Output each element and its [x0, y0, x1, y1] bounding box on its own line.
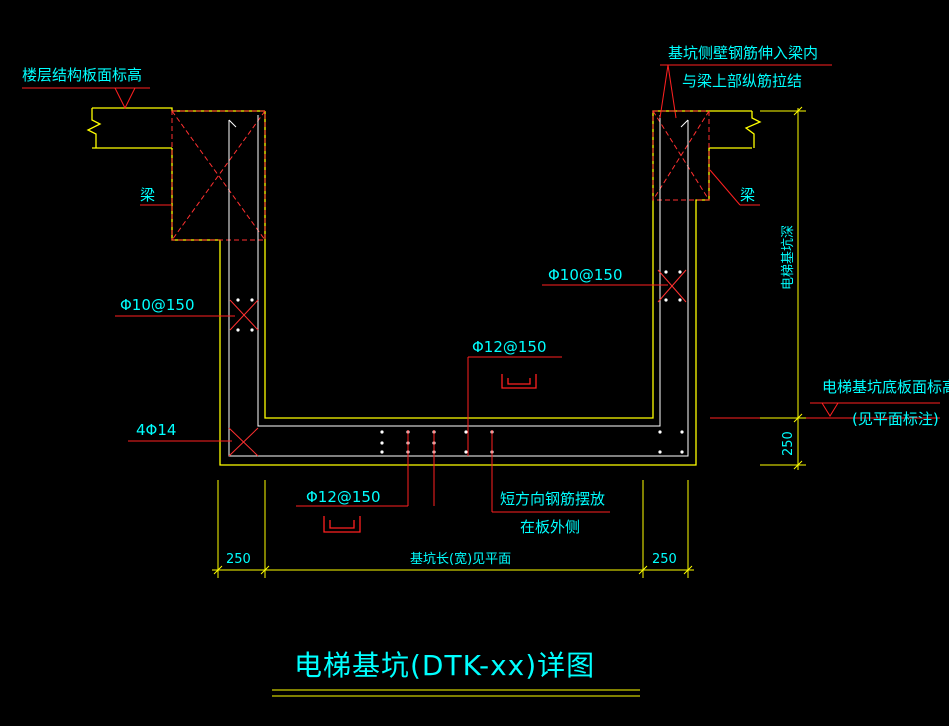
dimension-lines	[212, 106, 806, 578]
beam-cross-right	[652, 110, 710, 201]
floor-level-label: 楼层结构板面标高	[22, 66, 142, 84]
slab-top-bar-label: Φ12@150	[472, 338, 547, 356]
beam-left-label: 梁	[140, 186, 155, 204]
rebar-dots	[236, 270, 684, 454]
corner-bars-label: 4Φ14	[136, 421, 176, 439]
drawing-title: 电梯基坑(DTK-xx)详图	[294, 649, 595, 682]
beam-right-label: 梁	[740, 186, 755, 204]
leader-lines	[22, 64, 940, 513]
rebar-lines	[228, 115, 689, 457]
rebar-note-line1: 基坑侧壁钢筋伸入梁内	[668, 44, 818, 62]
pit-section-outline	[86, 107, 762, 466]
slab-bottom-bar-label: Φ12@150	[306, 488, 381, 506]
dim-left-wall: 250	[226, 552, 251, 567]
pit-depth-label: 电梯基坑深	[781, 225, 796, 290]
short-bar-note-line2: 在板外侧	[520, 518, 580, 536]
stirrup-symbols	[323, 374, 537, 533]
wall-bar-left-label: Φ10@150	[120, 296, 195, 314]
rebar-note-line2: 与梁上部纵筋拉结	[682, 72, 802, 90]
bottom-level-line1: 电梯基坑底板面标高	[822, 378, 949, 396]
corner-bar-marks	[228, 269, 687, 457]
title-underline	[272, 689, 640, 697]
bottom-level-line2: (见平面标注)	[852, 410, 939, 428]
wall-bar-right-label: Φ10@150	[548, 266, 623, 284]
beam-cross-left	[171, 110, 266, 241]
dim-right-wall: 250	[652, 552, 677, 567]
short-bar-note-line1: 短方向钢筋摆放	[500, 490, 605, 508]
dim-slab-thickness: 250	[781, 431, 796, 456]
dim-pit-width: 基坑长(宽)见平面	[410, 551, 511, 567]
